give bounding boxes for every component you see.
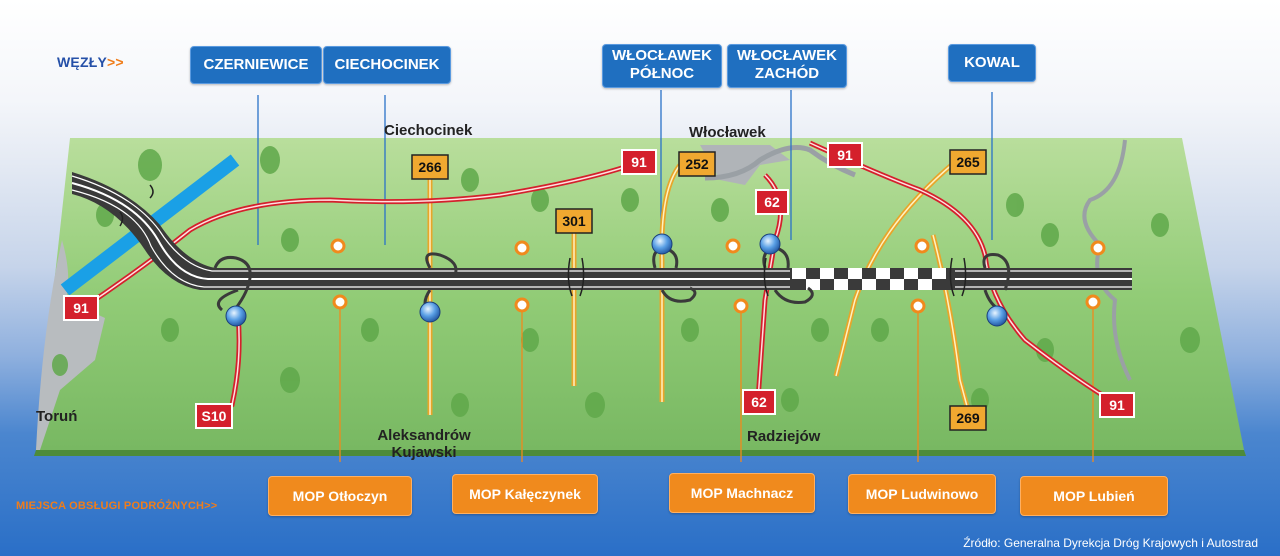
nodes-arrows: >> [107,54,124,70]
motorway-under-construction [792,268,946,290]
mop-label: MOP Machnacz [690,485,794,501]
mop-label: MOP Kałęczynek [469,486,581,502]
road-sign-265: 265 [949,149,987,175]
mop-kaleczynek[interactable]: MOP Kałęczynek [452,474,598,514]
town-wloclawek: Włocławek [689,124,766,141]
nodes-label: WĘZŁY [57,54,107,70]
mop-label: MOP Ludwinowo [865,486,979,502]
mop-lubien[interactable]: MOP Lubień [1020,476,1168,516]
road-sign-label: 266 [418,159,442,175]
road-sign-label: 269 [956,410,980,426]
services-arrows: >> [204,500,218,512]
nodes-section-title: WĘZŁY>> [57,54,124,70]
mop-pointer-lines [339,305,1094,462]
node-wloclawek-zachod[interactable]: WŁOCŁAWEK ZACHÓD [727,44,847,88]
town-aleksandrow-line2: Kujawski [391,444,457,461]
road-sign-label: 91 [631,154,647,170]
node-kowal[interactable]: KOWAL [948,44,1036,82]
road-sign-label: 301 [562,213,586,229]
junction-markers [225,233,1008,327]
road-sign-label: 91 [73,300,89,316]
node-wloclawek-polnoc[interactable]: WŁOCŁAWEK PÓŁNOC [602,44,722,88]
source-note: Źródło: Generalna Dyrekcja Dróg Krajowyc… [963,536,1258,550]
node-label-line1: WŁOCŁAWEK [612,47,712,64]
forest-areas [52,146,1200,418]
node-label: KOWAL [964,54,1020,71]
road-sign-label: S10 [202,408,227,424]
town-aleksandrow: Aleksandrów Kujawski [366,427,482,461]
node-czerniewice[interactable]: CZERNIEWICE [190,46,322,84]
regional-road-signs: 266 252 301 265 269 [411,149,987,431]
mop-ludwinowo[interactable]: MOP Ludwinowo [848,474,996,514]
road-sign-s10: S10 [195,403,233,429]
road-sign-269: 269 [949,405,987,431]
bridge-marks [119,184,967,297]
mop-otloczyn[interactable]: MOP Otłoczyn [268,476,412,516]
road-sign-252: 252 [678,151,716,177]
town-aleksandrow-line1: Aleksandrów [377,427,471,444]
road-sign-301: 301 [555,208,593,234]
road-sign-label: 265 [956,154,980,170]
road-sign-label: 91 [837,147,853,163]
mop-markers [330,238,1106,314]
node-ciechocinek[interactable]: CIECHOCINEK [323,46,451,84]
mop-machnacz[interactable]: MOP Machnacz [669,473,815,513]
road-sign-91-torun: 91 [63,295,99,321]
road-sign-91-kowal: 91 [827,142,863,168]
road-sign-62-south: 62 [742,389,776,415]
road-sign-62-north: 62 [755,189,789,215]
mop-label: MOP Lubień [1053,488,1135,504]
torun-urban-area [36,240,105,450]
road-sign-91-east: 91 [1099,392,1135,418]
road-sign-label: 252 [685,156,709,172]
road-sign-91-north: 91 [621,149,657,175]
node-label-line2: PÓŁNOC [629,65,695,82]
motorway-a1 [71,172,1132,290]
services-section-title: MIEJSCA OBSŁUGI PODRÓŻNYCH>> [16,500,217,512]
node-label: CZERNIEWICE [203,56,309,73]
mop-label: MOP Otłoczyn [292,488,388,504]
land-edge [34,450,1246,456]
town-torun: Toruń [36,408,78,425]
town-radziejow: Radziejów [747,428,821,445]
national-road-signs: 91 91 91 62 62 91 S10 [63,142,1135,429]
services-label: MIEJSCA OBSŁUGI PODRÓŻNYCH [16,500,205,512]
town-ciechocinek: Ciechocinek [384,122,473,139]
road-sign-266: 266 [411,154,449,180]
node-label-line2: ZACHÓD [754,65,820,82]
road-sign-label: 62 [764,194,780,210]
road-sign-label: 91 [1109,397,1125,413]
road-sign-label: 62 [751,394,767,410]
node-label-line1: WŁOCŁAWEK [737,47,837,64]
land-area [36,138,1244,450]
node-label: CIECHOCINEK [334,56,440,73]
